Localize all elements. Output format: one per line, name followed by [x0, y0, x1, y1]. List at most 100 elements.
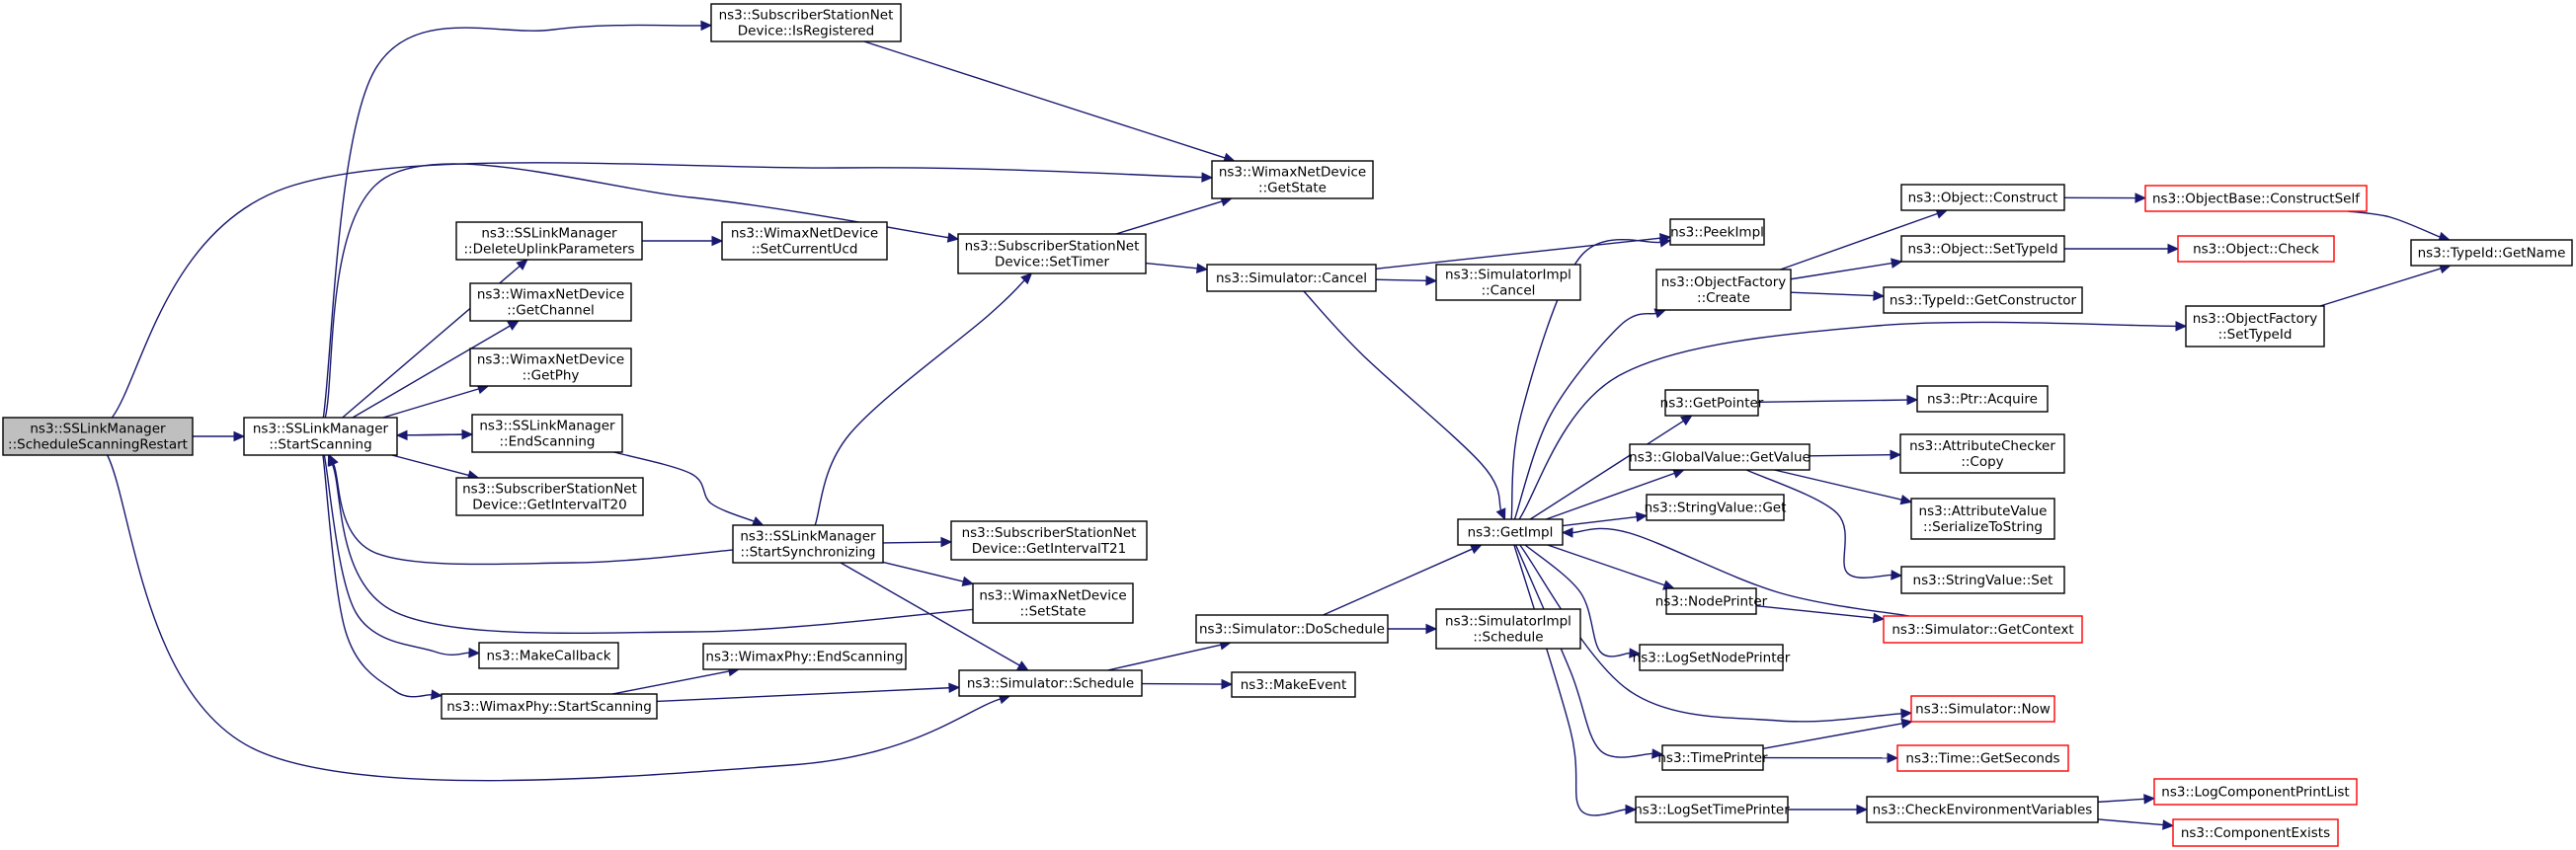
node-log-set-node-printer[interactable]: ns3::LogSetNodePrinter — [1633, 644, 1791, 671]
node-wimax-set-state[interactable]: ns3::WimaxNetDevice::SetState — [972, 582, 1134, 624]
node-objfactory-settypeid[interactable]: ns3::ObjectFactory::SetTypeId — [2185, 305, 2325, 348]
node-sim-do-schedule[interactable]: ns3::Simulator::DoSchedule — [1195, 614, 1389, 644]
node-label: ::StartSynchronizing — [741, 545, 876, 561]
node-label: ::EndScanning — [499, 434, 595, 450]
node-schedule-scanning-restart[interactable]: ns3::SSLinkManager::ScheduleScanningRest… — [2, 417, 194, 456]
node-label: ns3::GetPointer — [1660, 396, 1764, 412]
node-get-pointer[interactable]: ns3::GetPointer — [1660, 389, 1764, 417]
node-box — [1629, 443, 1811, 471]
node-label: ns3::Time::GetSeconds — [1905, 751, 2059, 767]
node-label: ns3::WimaxNetDevice — [1219, 165, 1366, 181]
node-get-impl[interactable]: ns3::GetImpl — [1457, 518, 1564, 546]
node-objectbase-constructself[interactable]: ns3::ObjectBase::ConstructSelf — [2144, 185, 2368, 212]
node-box — [721, 221, 888, 261]
edge-line — [1510, 238, 1661, 520]
node-box — [710, 3, 902, 42]
node-label: ns3::ObjectFactory — [1661, 274, 1787, 290]
node-node-printer[interactable]: ns3::NodePrinter — [1655, 587, 1768, 615]
node-ptr-acquire[interactable]: ns3::Ptr::Acquire — [1916, 385, 2049, 413]
node-get-interval-t20[interactable]: ns3::SubscriberStationNetDevice::GetInte… — [455, 477, 644, 516]
node-box — [2, 417, 194, 456]
node-object-construct[interactable]: ns3::Object::Construct — [1900, 184, 2065, 211]
node-peek-impl[interactable]: ns3::PeekImpl — [1669, 218, 1765, 246]
node-delete-uplink[interactable]: ns3::SSLinkManager::DeleteUplinkParamete… — [455, 221, 643, 261]
node-label: ns3::GetImpl — [1468, 525, 1554, 541]
node-label: ns3::Object::Check — [2193, 242, 2319, 258]
node-ss-set-timer[interactable]: ns3::SubscriberStationNetDevice::SetTime… — [957, 233, 1147, 274]
edge-object_settypeid-to-object_check — [2064, 243, 2180, 255]
edge-start_scanning-to-phy_start_scanning — [322, 454, 443, 700]
node-box — [455, 221, 643, 261]
edge-line — [1303, 290, 1502, 511]
node-stringvalue-set[interactable]: ns3::StringValue::Set — [1900, 566, 2065, 594]
node-end-scanning[interactable]: ns3::SSLinkManager::EndScanning — [471, 414, 623, 453]
node-objfactory-create[interactable]: ns3::ObjectFactory::Create — [1655, 269, 1792, 311]
edge-arrowhead — [1651, 748, 1664, 759]
node-wimax-get-state[interactable]: ns3::WimaxNetDevice::GetState — [1211, 160, 1374, 199]
edge-end_scanning-to-start_scanning — [395, 429, 473, 441]
node-box — [469, 282, 632, 322]
node-label: ns3::TypeId::GetConstructor — [1890, 293, 2077, 309]
node-is-registered[interactable]: ns3::SubscriberStationNetDevice::IsRegis… — [710, 3, 902, 42]
node-start-scanning[interactable]: ns3::SSLinkManager::StartScanning — [243, 417, 398, 456]
edge-get_impl-to-objfactory_settypeid — [1518, 321, 2188, 520]
edge-start_scanning-to-get_phy — [382, 383, 490, 419]
node-set-current-ucd[interactable]: ns3::WimaxNetDevice::SetCurrentUcd — [721, 221, 888, 261]
node-box — [1457, 518, 1564, 546]
node-label: ns3::SSLinkManager — [30, 422, 166, 437]
node-label: ns3::WimaxPhy::EndScanning — [705, 650, 903, 665]
node-make-event[interactable]: ns3::MakeEvent — [1231, 671, 1356, 698]
node-time-printer[interactable]: ns3::TimePrinter — [1657, 744, 1768, 771]
node-typeid-getname[interactable]: ns3::TypeId::GetName — [2410, 239, 2573, 267]
node-attrchecker-copy[interactable]: ns3::AttributeChecker::Copy — [1899, 433, 2065, 474]
node-box — [441, 693, 658, 720]
node-box — [1195, 614, 1389, 644]
node-logcomp-printlist[interactable]: ns3::LogComponentPrintList — [2153, 778, 2358, 806]
node-sim-getcontext[interactable]: ns3::Simulator::GetContext — [1883, 615, 2083, 644]
node-stringvalue-get[interactable]: ns3::StringValue::Get — [1645, 494, 1787, 521]
edge-line — [1145, 262, 1198, 270]
edge-schedule_scanning_restart-to-start_scanning — [193, 430, 246, 442]
edge-arrowhead — [948, 682, 961, 694]
node-get-channel[interactable]: ns3::WimaxNetDevice::GetChannel — [469, 282, 632, 322]
node-box — [1665, 587, 1757, 615]
node-check-env-vars[interactable]: ns3::CheckEnvironmentVariables — [1866, 796, 2099, 823]
node-log-set-time-printer[interactable]: ns3::LogSetTimePrinter — [1634, 796, 1790, 823]
node-simimpl-schedule[interactable]: ns3::SimulatorImpl::Schedule — [1435, 608, 1581, 650]
node-phy-end-scanning[interactable]: ns3::WimaxPhy::EndScanning — [702, 643, 907, 670]
node-sim-now[interactable]: ns3::Simulator::Now — [1910, 695, 2055, 723]
node-label: ns3::MakeCallback — [486, 649, 610, 664]
node-get-interval-t21[interactable]: ns3::SubscriberStationNetDevice::GetInte… — [950, 520, 1148, 561]
node-attrvalue-serialize[interactable]: ns3::AttributeValue::SerializeToString — [1910, 498, 2055, 540]
node-box — [1883, 286, 2083, 314]
node-object-settypeid[interactable]: ns3::Object::SetTypeId — [1900, 235, 2065, 263]
node-box — [478, 642, 619, 669]
node-simimpl-cancel[interactable]: ns3::SimulatorImpl::Cancel — [1435, 264, 1581, 301]
node-box — [1669, 218, 1765, 246]
node-component-exists[interactable]: ns3::ComponentExists — [2172, 818, 2339, 847]
edge-globalvalue_getvalue-to-attrchecker_copy — [1809, 449, 1902, 461]
node-time-getseconds[interactable]: ns3::Time::GetSeconds — [1896, 744, 2069, 772]
node-label: ::SetState — [1020, 604, 1087, 620]
edge-line — [1809, 454, 1892, 457]
node-sim-schedule[interactable]: ns3::Simulator::Schedule — [958, 669, 1143, 697]
node-sim-cancel[interactable]: ns3::Simulator::Cancel — [1206, 264, 1377, 292]
edge-arrowhead — [1221, 678, 1234, 690]
edge-line — [382, 388, 479, 419]
node-phy-start-scanning[interactable]: ns3::WimaxPhy::StartScanning — [441, 693, 658, 720]
node-label: ns3::ObjectBase::ConstructSelf — [2152, 192, 2361, 207]
edge-arrowhead — [507, 320, 521, 331]
node-object-check[interactable]: ns3::Object::Check — [2177, 235, 2335, 263]
edge-line — [1513, 544, 1627, 816]
node-label: ns3::SimulatorImpl — [1445, 268, 1571, 283]
node-globalvalue-getvalue[interactable]: ns3::GlobalValue::GetValue — [1629, 443, 1811, 471]
edge-arrowhead — [1469, 544, 1483, 555]
node-label: ::Copy — [1961, 454, 2003, 470]
node-start-synchronizing[interactable]: ns3::SSLinkManager::StartSynchronizing — [732, 524, 884, 564]
node-get-phy[interactable]: ns3::WimaxNetDevice::GetPhy — [469, 348, 632, 387]
edge-phy_start_scanning-to-phy_end_scanning — [611, 665, 741, 695]
node-label: ns3::MakeEvent — [1241, 677, 1347, 693]
edge-arrowhead — [1873, 612, 1886, 624]
node-typeid-getconstructor[interactable]: ns3::TypeId::GetConstructor — [1883, 286, 2083, 314]
node-make-callback[interactable]: ns3::MakeCallback — [478, 642, 619, 669]
